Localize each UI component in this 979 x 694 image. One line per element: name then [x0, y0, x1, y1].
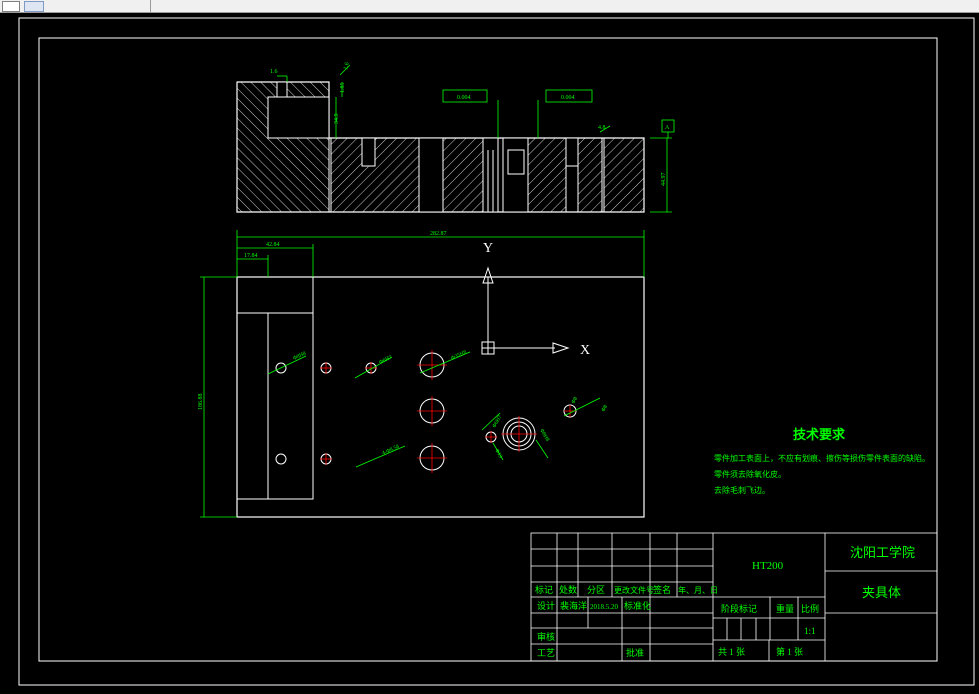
callout-6: Φ8H8: [538, 428, 550, 443]
tech-req-line-1: 零件加工表面上，不应有划痕、擦伤等损伤零件表面的缺陷。: [714, 453, 930, 463]
dim-tol1: 0.004: [457, 95, 471, 101]
section-dimensions: [277, 64, 675, 213]
y-axis-label: Y: [483, 241, 493, 256]
tb-process: 工艺: [537, 648, 555, 658]
tech-req-line-2: 零件须去除氧化皮。: [714, 469, 786, 479]
dim-top-h1: 1.85: [340, 83, 346, 94]
tb-review: 审核: [537, 631, 555, 642]
drawing-sheet: 1.6 1.6 1.85 34.9 0.004 0.004 4.8 A 44.9…: [18, 17, 975, 686]
school-name: 沈阳工学院: [850, 545, 915, 560]
layer-button[interactable]: [24, 1, 44, 12]
tb-count: 处数: [559, 584, 577, 595]
callout-5: Φ6H7: [492, 414, 504, 429]
tb-stage-mark: 阶段标记: [721, 603, 757, 614]
dim-small-w: 4.8: [598, 125, 606, 131]
callout-4: 4-Φ8.58: [381, 444, 400, 457]
tb-zone: 分区: [587, 585, 605, 595]
tech-req-line-3: 去除毛刺飞边。: [714, 485, 770, 495]
tb-mark: 标记: [535, 584, 553, 595]
tb-sign: 签名: [653, 584, 671, 595]
application-toolbar: [0, 0, 979, 13]
callout-2: Φ35H8: [450, 349, 467, 361]
tech-req-title: 技术要求: [793, 427, 846, 442]
x-axis-label: X: [580, 343, 590, 358]
tb-doc-no: 更改文件号: [614, 585, 654, 595]
tb-scale: 比例: [801, 603, 819, 614]
tb-scale-value: 1:1: [804, 626, 816, 636]
tb-design-date: 2018.5.20: [590, 603, 619, 611]
title-block-text: HT200 沈阳工学院 夹具体 标记 处数 分区 更改文件号 签名 年、月、日 …: [535, 545, 915, 658]
dim-top-h2: 34.9: [334, 114, 340, 125]
toolbar-separator: [150, 0, 151, 12]
dim-top-w1: 1.6: [270, 69, 278, 75]
technical-requirements: 技术要求 零件加工表面上，不应有划痕、擦伤等损伤零件表面的缺陷。 零件须去除氧化…: [714, 427, 930, 495]
dim-height-left: 186.88: [198, 394, 204, 411]
tb-date: 年、月、日: [678, 585, 718, 595]
cad-drawing-canvas[interactable]: 1.6 1.6 1.85 34.9 0.004 0.004 4.8 A 44.9…: [0, 12, 979, 690]
axis-labels: Y X: [483, 241, 590, 358]
center-marks: [320, 350, 576, 473]
hole-leaders: [267, 351, 601, 468]
dim-tol2: 0.004: [561, 95, 575, 101]
callout-1: Φ6H7: [378, 355, 393, 366]
plan-dimensions: [200, 230, 645, 518]
tb-approve: 批准: [626, 647, 644, 658]
part-name: 夹具体: [862, 585, 901, 600]
plan-dim-text: 282.87 42.84 17.84 186.88: [198, 231, 447, 410]
title-block-grid: [530, 532, 938, 662]
tb-standard: 标准化: [624, 600, 651, 611]
sheet-inner-border: [38, 37, 938, 662]
dim-right-h: 44.97: [661, 173, 667, 187]
section-view: [236, 81, 645, 213]
callout-0: Φ8H8: [292, 351, 307, 362]
tb-designer: 裴海洋: [560, 600, 587, 611]
section-dim-text: 1.6 1.6 1.85 34.9 0.004 0.004 4.8 A 44.9…: [270, 62, 670, 186]
tb-design: 设计: [537, 600, 555, 611]
callout-7: Φ13: [493, 448, 503, 459]
dim-total-w: 282.87: [430, 231, 447, 237]
material: HT200: [752, 560, 784, 572]
callout-3: Φ8: [571, 396, 580, 405]
hole-callout-text: Φ8H8 Φ6H7 Φ35H8 Φ8 4-Φ8.58 Φ6H7 Φ8H8 Φ13…: [292, 349, 609, 459]
tb-weight: 重量: [776, 603, 794, 614]
tb-total-sheets: 共 1 张: [718, 647, 745, 657]
window-icon[interactable]: [2, 1, 20, 12]
dim-top-flat: 1.6: [343, 62, 351, 71]
callout-8: Φ8: [601, 404, 610, 413]
dim-4284: 42.84: [266, 242, 280, 248]
plan-view: [236, 266, 645, 518]
tb-sheet-no: 第 1 张: [776, 646, 803, 657]
dim-1784: 17.84: [244, 253, 258, 259]
dim-datum: A: [665, 125, 670, 131]
sheet-outer-border: [18, 17, 975, 686]
